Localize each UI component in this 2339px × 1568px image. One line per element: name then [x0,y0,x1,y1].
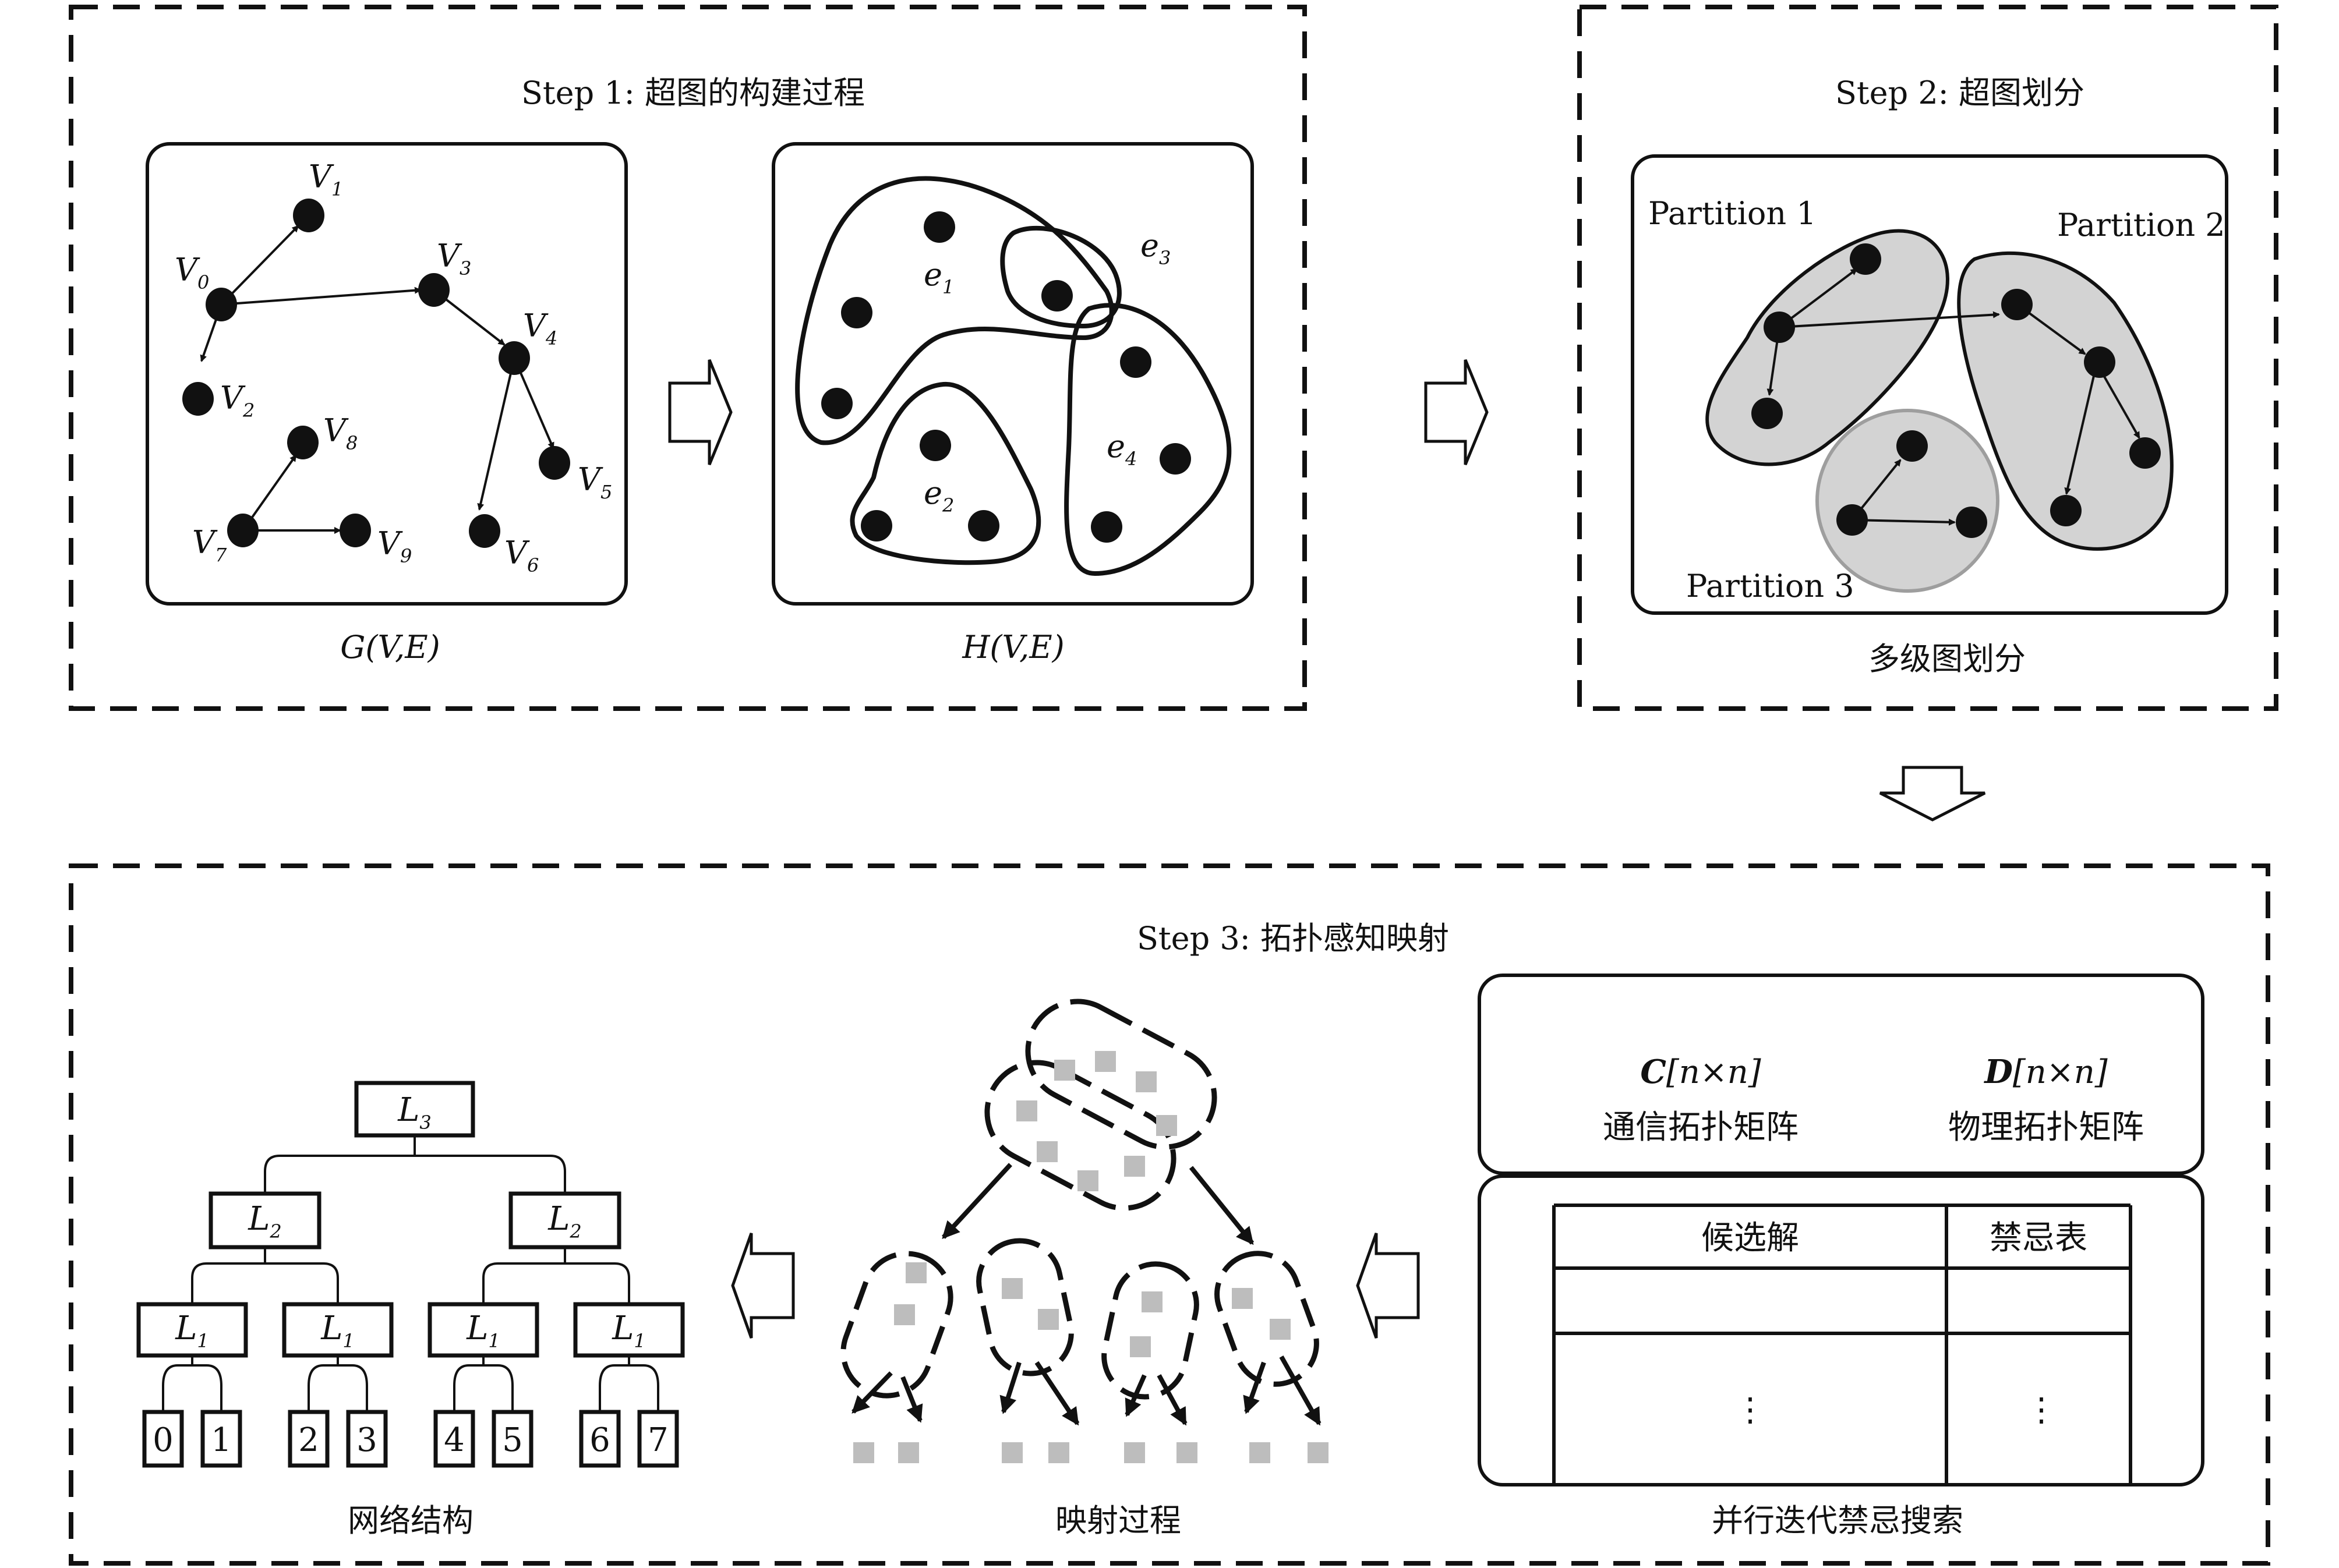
right-arrow-icon [1424,359,1489,465]
svg-text:L2: L2 [547,1200,582,1243]
step3-title: Step 3: 拓扑感知映射 [1137,920,1449,957]
vertex-label-v4: V4 [523,307,557,349]
tree-node-l1 [136,1302,248,1358]
partition-3-label: Partition 3 [1686,568,1854,604]
vertex-v0 [206,288,237,321]
svg-text:L1: L1 [175,1309,209,1352]
partition-1-label: Partition 1 [1648,195,1817,232]
vertex-v5 [539,446,570,480]
graph-caption: G(V,E) [340,629,440,666]
hypergraph-caption: H(V,E) [962,629,1064,666]
tree-label-l3: L3 [397,1091,432,1134]
vertex-label-v3: V3 [437,238,471,279]
vertex-v2 [182,382,214,416]
vertex-label-v9: V9 [377,525,412,567]
leaf-7: 7 [648,1421,669,1459]
svg-text:L2: L2 [248,1200,282,1243]
tree-node-l2-right [508,1191,621,1250]
matrix-c-label: 通信拓扑矩阵 [1603,1109,1799,1146]
leaf-0: 0 [153,1421,174,1459]
leaf-4: 4 [444,1421,465,1459]
leaf-6: 6 [589,1421,610,1459]
hyperedge-e3 [1000,225,1122,329]
mapping-process [840,999,1329,1463]
matrix-d-label: 物理拓扑矩阵 [1948,1109,2144,1146]
partition-2-label: Partition 2 [2057,207,2225,243]
vertex-label-v0: V0 [175,252,209,293]
left-arrow-icon [1356,1233,1420,1339]
tree-node-l1 [573,1302,685,1358]
tree-leaves: 0 1 2 3 4 5 6 7 [142,1410,679,1468]
vertex-v1 [293,199,324,232]
leaf-5: 5 [502,1421,523,1459]
hyperedge-e2 [850,381,1041,565]
hyperedge-label-e4: e4 [1107,428,1137,470]
partition-2 [1957,252,2174,551]
hyperedge-label-e3: e3 [1140,227,1171,269]
vertex-label-v5: V5 [578,461,612,503]
network-caption: 网络结构 [348,1502,474,1539]
vertex-v7 [227,514,259,547]
search-panel [1478,1174,2204,1486]
vertex-label-v8: V8 [323,412,358,454]
search-caption: 并行迭代禁忌搜索 [1712,1502,1963,1539]
matrix-d-symbol: D[n×n] [1983,1053,2107,1091]
ellipsis-tabu: ⋮ [2025,1391,2058,1429]
vertex-labels: V0 V1 V2 V3 V4 V5 V6 V7 V8 V9 [175,158,612,576]
vertex-v9 [340,514,371,547]
network-tree: L3 L2 L2 L1 L1 L1 L1 0 1 2 3 [136,1081,685,1468]
down-arrow-icon [1879,766,1986,822]
svg-text:L1: L1 [612,1309,646,1352]
tabu-table [1552,1204,2132,1485]
tabu-search: C[n×n] 通信拓扑矩阵 D[n×n] 物理拓扑矩阵 候选解 禁忌表 ⋮ ⋮ [1478,974,2204,1486]
vertex-v4 [499,341,530,375]
svg-text:L1: L1 [320,1309,355,1352]
partition-3 [1815,409,1999,593]
table-header-tabu: 禁忌表 [1990,1219,2087,1257]
tree-node-l1 [282,1302,394,1358]
tree-node-l3 [354,1081,475,1138]
vertex-label-v2: V2 [220,380,255,422]
ellipsis-candidates: ⋮ [1734,1391,1766,1429]
matrix-panel [1478,974,2204,1175]
leaf-2: 2 [298,1421,319,1459]
leaf-1: 1 [211,1421,232,1459]
leaf-3: 3 [356,1421,377,1459]
table-header-candidates: 候选解 [1701,1219,1799,1257]
step1-frame: Step 1: 超图的构建过程 [69,5,1307,711]
svg-text:L1: L1 [466,1309,500,1352]
vertex-v6 [469,514,500,548]
right-arrow-icon [668,359,733,465]
hyperedge-label-e1: e1 [924,256,954,298]
hyperedge-e4 [1064,303,1232,576]
vertex-label-v7: V7 [192,524,227,566]
vertex-label-v1: V1 [309,158,343,200]
vertex-v3 [418,273,450,307]
vertex-v8 [287,426,319,459]
left-arrow-icon [731,1233,795,1339]
step2-frame: Step 2: 超图划分 Partition 1 Partition 2 Par… [1577,5,2278,711]
step1-title: Step 1: 超图的构建过程 [521,75,865,111]
step2-title: Step 2: 超图划分 [1835,75,2084,111]
mapping-caption: 映射过程 [1055,1502,1181,1539]
step3-frame: Step 3: 拓扑感知映射 L3 L2 L2 L1 [69,863,2270,1566]
graph-vertices [182,199,570,548]
hyperedge-label-e2: e2 [924,475,954,516]
step2-caption: 多级图划分 [1868,640,2026,677]
tree-node-l2-left [209,1191,321,1250]
hyperedge-e1 [795,176,1114,445]
vertex-label-v6: V6 [504,535,539,576]
hypergraph-panel: e1 e2 e3 e4 [772,142,1254,606]
graph-panel: V0 V1 V2 V3 V4 V5 V6 V7 V8 V9 [146,142,628,606]
matrix-c-symbol: C[n×n] [1640,1053,1761,1091]
tree-node-l1 [427,1302,539,1358]
